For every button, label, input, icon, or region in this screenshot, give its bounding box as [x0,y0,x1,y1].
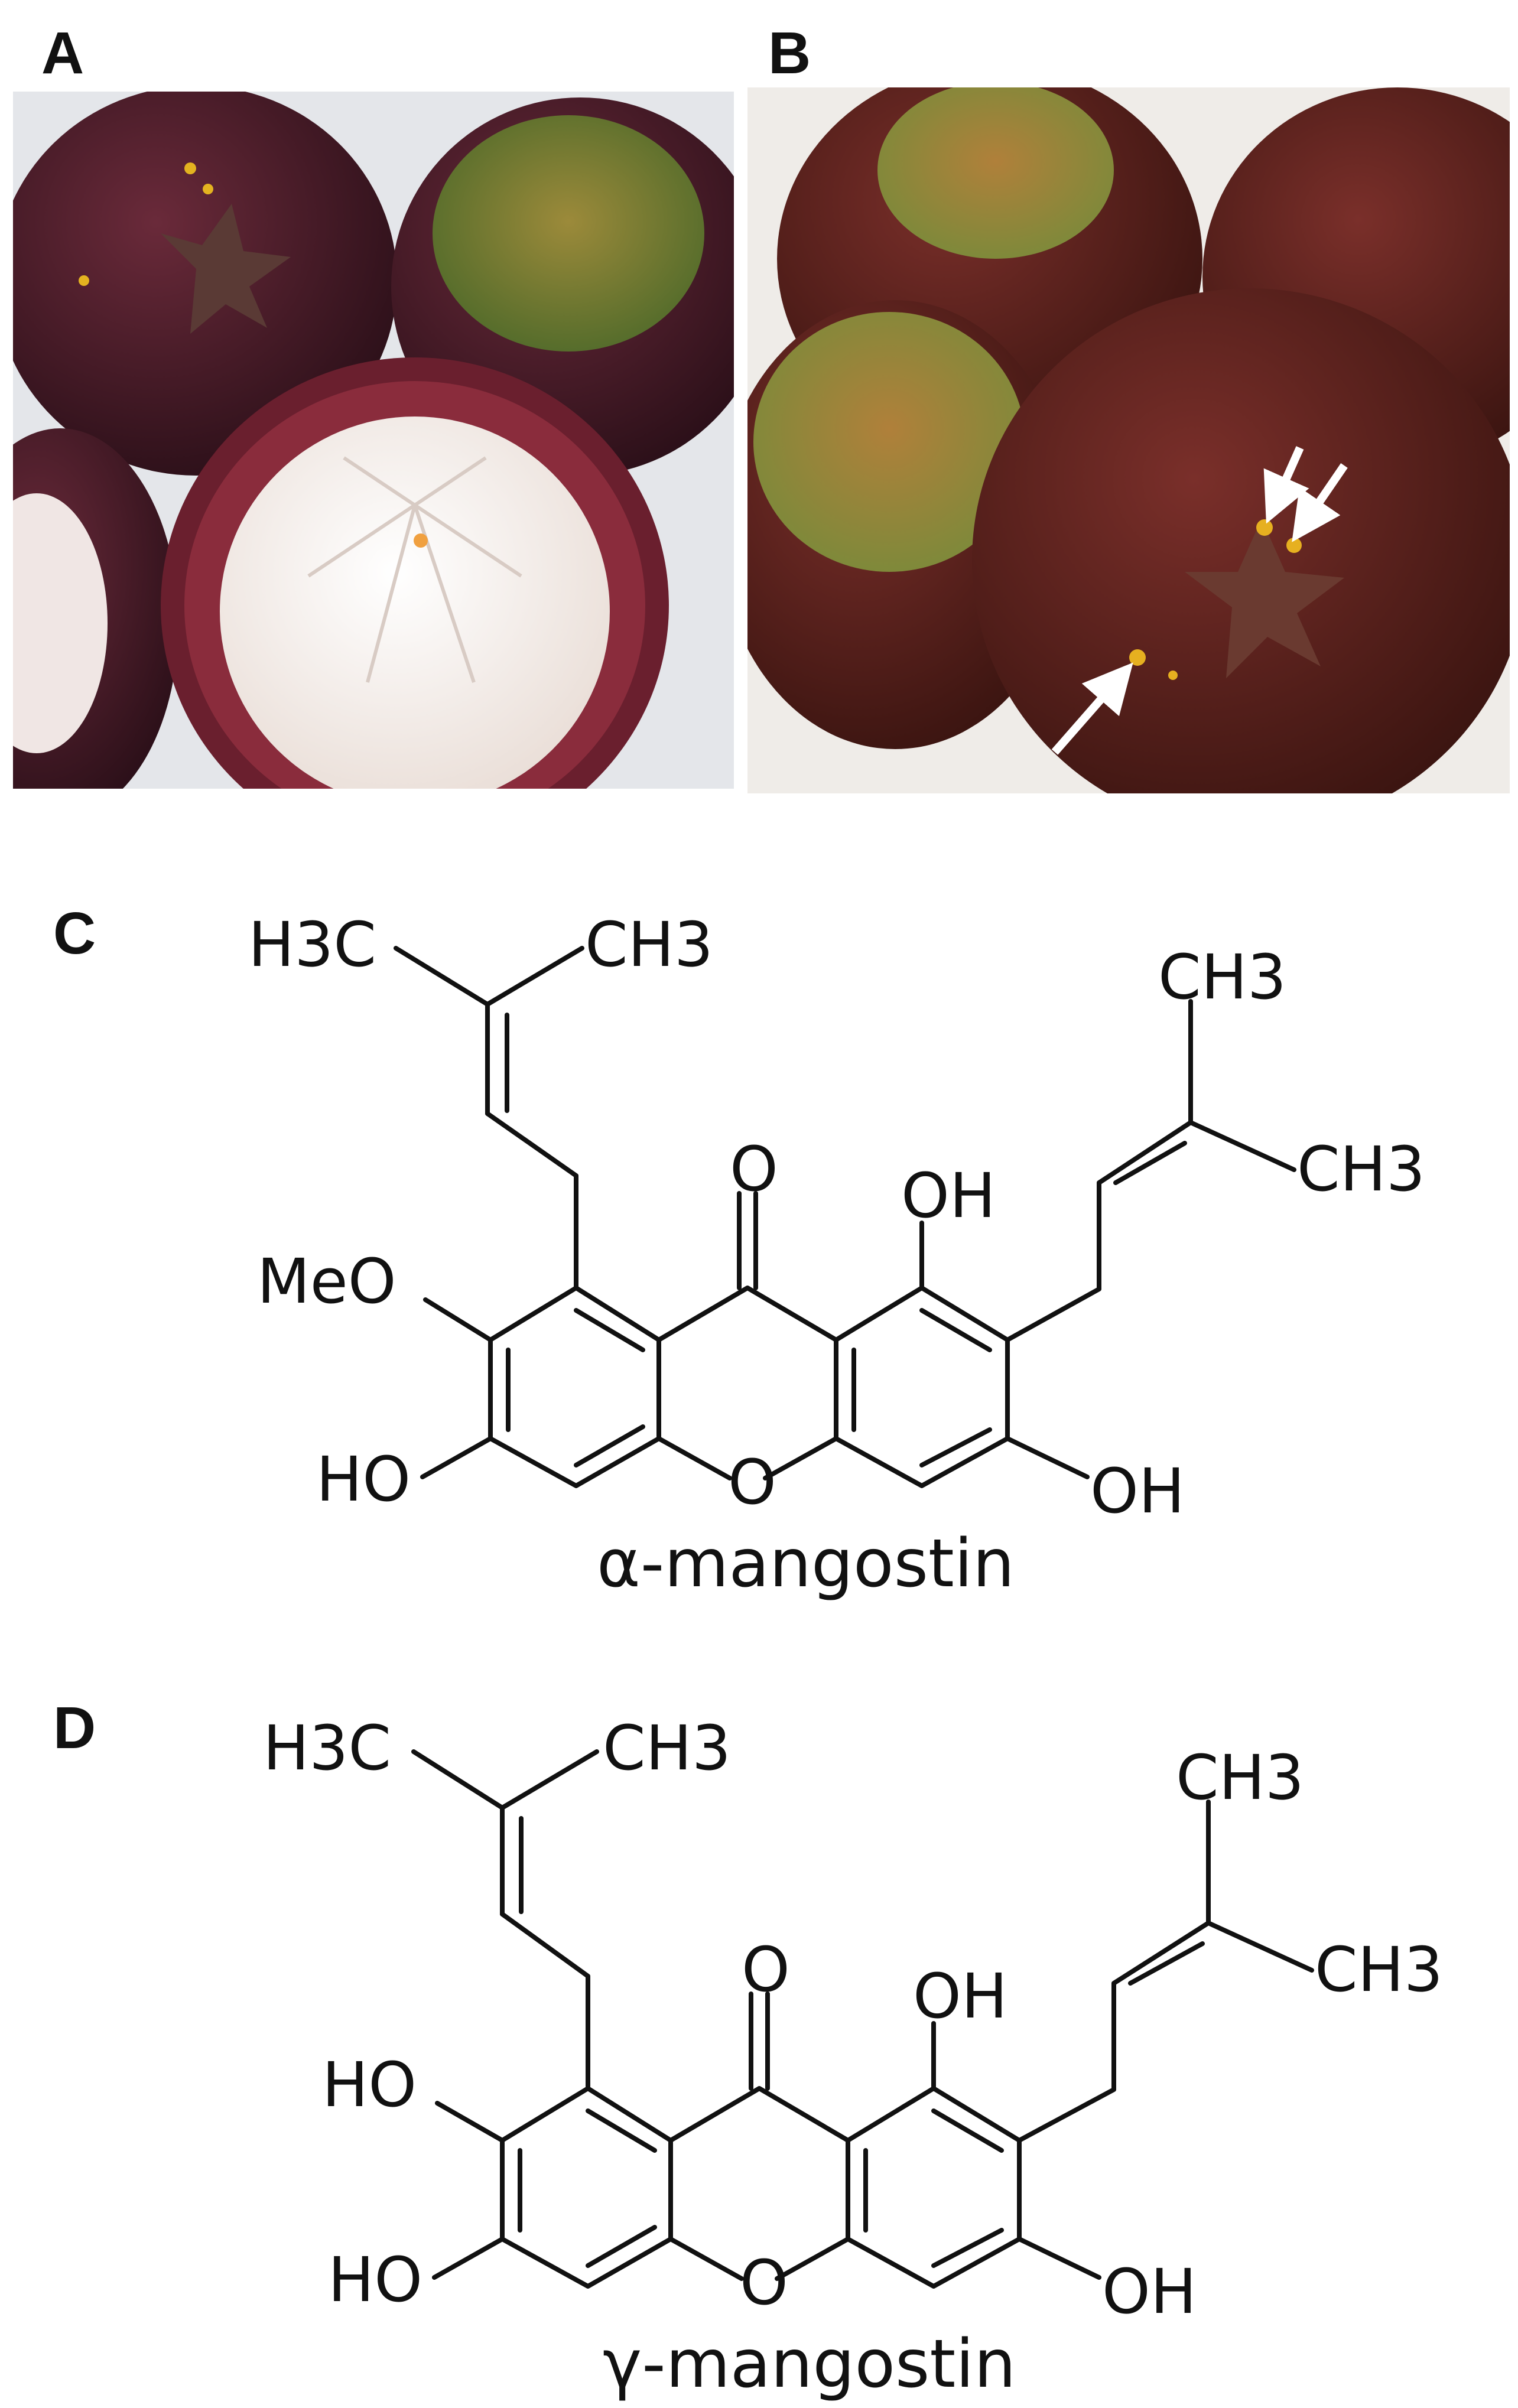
atom-label-meo: MeO [257,1245,396,1317]
structure-alpha-mangostin: H3C CH3 CH3 CH3 O OH MeO HO O OH α-mango… [248,909,1425,1602]
photo-opened-mangosteen [13,92,734,789]
panel-label-c: C [53,900,96,967]
photo-mangosteen-fruits-with-arrows [747,87,1510,793]
atom-label-ch3-right-top: CH3 [1176,1742,1304,1814]
atom-label-h3c-left: H3C [248,909,376,981]
structure-gamma-mangostin: H3C CH3 CH3 CH3 O OH HO HO O OH γ-mangos… [263,1712,1443,2403]
atom-label-ch3-right-top: CH3 [1158,941,1286,1013]
atom-label-carbonyl-o: O [742,1934,790,2006]
atom-label-ho-upper-left: HO [322,2049,417,2121]
atom-label-h3c-left: H3C [263,1712,391,1784]
atom-label-ch3-left: CH3 [585,909,713,981]
atom-label-ch3-left: CH3 [603,1712,731,1784]
atom-label-oh-top: OH [901,1160,996,1232]
atom-label-ring-o: O [740,2247,788,2319]
atom-label-ch3-right: CH3 [1315,1934,1443,2006]
atom-label-ch3-right: CH3 [1297,1133,1425,1205]
panel-label-d: D [53,1695,96,1761]
atom-label-ring-o: O [728,1446,776,1518]
panel-label-b: B [768,20,811,86]
atom-label-carbonyl-o: O [730,1133,778,1205]
atom-label-oh-lower-right: OH [1102,2256,1197,2328]
atom-label-oh-top: OH [913,1960,1007,2032]
panel-label-a: A [41,20,84,86]
atom-label-oh-lower-right: OH [1090,1455,1185,1527]
atom-label-ho-lower-left: HO [328,2244,422,2316]
compound-name-gamma-mangostin: γ-mangostin [603,2326,1016,2403]
atom-label-ho-lower-left: HO [316,1443,411,1515]
compound-name-alpha-mangostin: α-mangostin [597,1525,1015,1602]
